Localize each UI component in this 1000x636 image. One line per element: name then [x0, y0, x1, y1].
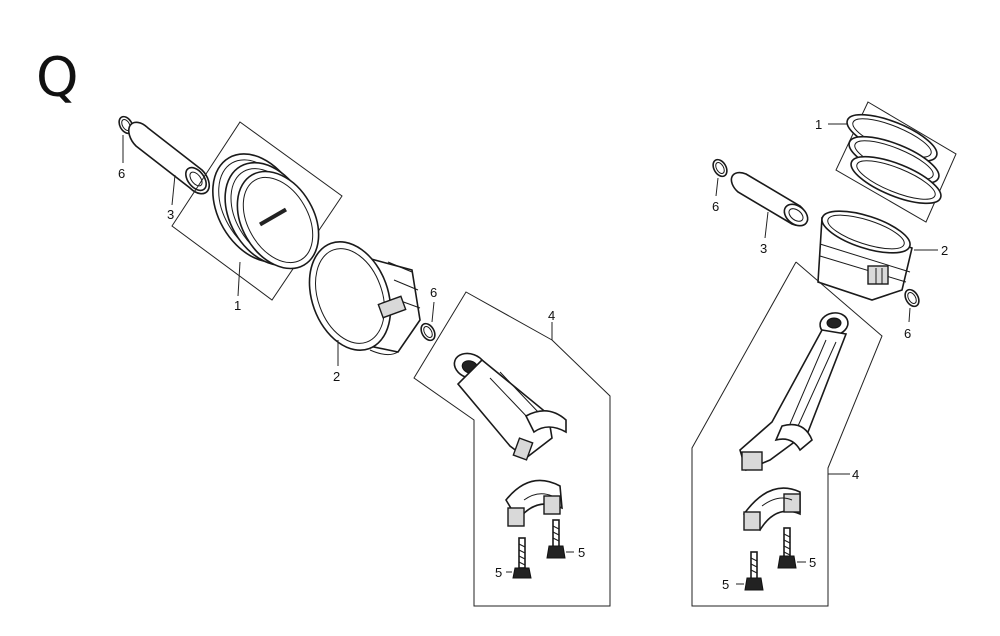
right-cap-bolt-left[interactable]: [744, 551, 764, 591]
left-piston[interactable]: [295, 230, 421, 361]
left-assembly: 6 3 1 2: [118, 115, 611, 607]
left-piston-pin[interactable]: [128, 121, 211, 195]
left-piston-rings[interactable]: [194, 138, 335, 283]
callout-right-bolt-left: 5: [722, 577, 729, 592]
right-connecting-rod[interactable]: [739, 311, 850, 472]
callout-left-piston-pin: 3: [167, 207, 174, 222]
callout-left-piston: 2: [333, 369, 340, 384]
left-cap-bolt-left[interactable]: [512, 537, 532, 579]
callout-left-bolt-left: 5: [495, 565, 502, 580]
right-rod-frame: [691, 261, 883, 607]
right-piston-rings[interactable]: [842, 105, 947, 213]
section-letter: Q: [36, 46, 79, 109]
left-rings-frame: [171, 121, 343, 301]
callout-right-piston: 2: [941, 243, 948, 258]
callout-right-bolt-right: 5: [809, 555, 816, 570]
right-piston[interactable]: [817, 203, 914, 301]
left-cap-bolt-right[interactable]: [546, 519, 566, 559]
callout-right-rings: 1: [815, 117, 822, 132]
left-rod-frame: [413, 291, 611, 607]
right-circlip-lower[interactable]: [902, 287, 921, 309]
callout-right-circlip-upper: 6: [712, 199, 719, 214]
right-assembly: 1 6 3: [691, 101, 957, 607]
left-connecting-rod[interactable]: [451, 349, 567, 461]
left-circlip-lower[interactable]: [418, 321, 437, 343]
right-circlip-upper[interactable]: [710, 157, 729, 179]
callout-right-rod: 4: [852, 467, 859, 482]
right-rings-frame: [835, 101, 957, 223]
right-cap-bolt-right[interactable]: [777, 527, 797, 569]
left-rod-cap[interactable]: [505, 479, 563, 527]
callout-left-circlip-upper: 6: [118, 166, 125, 181]
right-piston-pin[interactable]: [730, 171, 811, 231]
callout-right-circlip-lower: 6: [904, 326, 911, 341]
right-rod-cap[interactable]: [742, 487, 801, 532]
callout-left-bolt-right: 5: [578, 545, 585, 560]
callout-left-rings: 1: [234, 298, 241, 313]
callout-right-piston-pin: 3: [760, 241, 767, 256]
callout-left-rod: 4: [548, 308, 555, 323]
callout-left-circlip-lower: 6: [430, 285, 437, 300]
